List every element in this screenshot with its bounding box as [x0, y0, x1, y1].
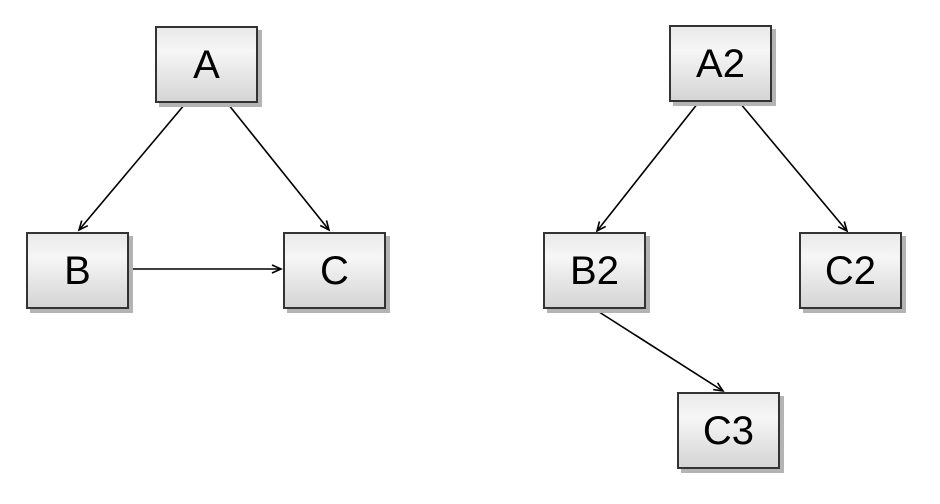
node-B[interactable]: B: [26, 232, 129, 309]
node-C2-label: C2: [824, 248, 877, 293]
edge-B2-to-C3: [595, 309, 725, 393]
edge-A-to-B: [77, 103, 186, 232]
node-C[interactable]: C: [283, 232, 386, 309]
node-C3[interactable]: C3: [677, 392, 780, 469]
edge-A2-to-B2: [595, 102, 699, 233]
node-C-label: C: [320, 248, 349, 293]
node-A[interactable]: A: [155, 26, 258, 103]
node-A2[interactable]: A2: [669, 25, 772, 102]
node-A-label: A: [193, 42, 220, 87]
node-A2-label: A2: [696, 41, 745, 86]
node-C2[interactable]: C2: [799, 232, 902, 309]
edge-A-to-C: [227, 103, 331, 232]
node-C3-label: C3: [702, 408, 755, 453]
edge-A2-to-C2: [739, 102, 849, 233]
node-B2[interactable]: B2: [543, 232, 646, 309]
node-B-label: B: [64, 248, 91, 293]
node-B2-label: B2: [570, 248, 619, 293]
